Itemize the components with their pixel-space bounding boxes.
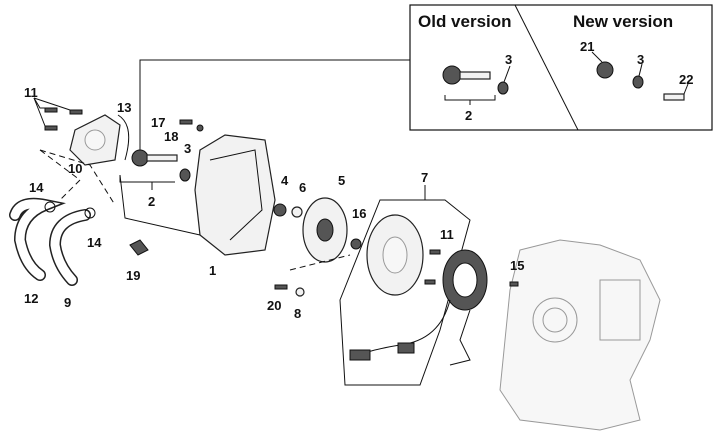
label-20: 20 bbox=[267, 298, 281, 313]
part-impeller-21-new bbox=[596, 61, 614, 79]
label-2: 2 bbox=[148, 194, 155, 209]
label-19: 19 bbox=[126, 268, 140, 283]
label-7: 7 bbox=[421, 170, 428, 185]
part-seal-3-old bbox=[497, 81, 509, 95]
label-13: 13 bbox=[117, 100, 131, 115]
part-screw-20 bbox=[274, 284, 288, 290]
label-14a: 14 bbox=[29, 180, 44, 195]
part-washer-8 bbox=[295, 287, 305, 297]
part-clamp-14a bbox=[44, 201, 56, 213]
part-cover-1 bbox=[194, 134, 276, 256]
label-6: 6 bbox=[299, 180, 306, 195]
part-nut-16 bbox=[350, 238, 362, 250]
label-9: 9 bbox=[64, 295, 71, 310]
part-impeller-shaft bbox=[131, 149, 149, 167]
label-16: 16 bbox=[352, 206, 366, 221]
part-nut-4 bbox=[273, 203, 287, 217]
part-seal-3-new bbox=[632, 75, 644, 89]
version-inset: Old version New version 3 2 21 3 22 bbox=[409, 4, 713, 131]
part-clamp-14b bbox=[84, 207, 96, 219]
label-3-old: 3 bbox=[505, 52, 512, 67]
label-5: 5 bbox=[338, 173, 345, 188]
label-3-new: 3 bbox=[637, 52, 644, 67]
label-18: 18 bbox=[164, 129, 178, 144]
part-shaft-22-new bbox=[663, 93, 685, 101]
part-screws-11 bbox=[33, 97, 83, 131]
part-screw-11b bbox=[429, 249, 441, 255]
label-12: 12 bbox=[24, 291, 38, 306]
crankcase-ghost bbox=[499, 239, 661, 431]
part-screw-15 bbox=[509, 281, 519, 287]
label-1: 1 bbox=[209, 263, 216, 278]
part-gasket-13 bbox=[117, 114, 130, 161]
part-fan-5 bbox=[302, 197, 348, 263]
label-11b: 11 bbox=[440, 227, 454, 242]
part-stator bbox=[442, 249, 488, 311]
old-version-title: Old version bbox=[418, 12, 512, 31]
part-clip-19 bbox=[129, 239, 149, 256]
part-impeller-old bbox=[442, 65, 491, 85]
label-15: 15 bbox=[510, 258, 524, 273]
part-connector bbox=[349, 349, 371, 361]
label-4: 4 bbox=[281, 173, 289, 188]
label-8: 8 bbox=[294, 306, 301, 321]
part-washer-18 bbox=[196, 124, 204, 132]
part-washer-6 bbox=[291, 206, 303, 218]
new-version-title: New version bbox=[573, 12, 673, 31]
label-14b: 14 bbox=[87, 235, 102, 250]
label-11: 11 bbox=[24, 85, 38, 100]
label-3: 3 bbox=[184, 141, 191, 156]
part-labels: 11 13 17 18 3 10 2 14 14 12 9 19 1 4 6 5… bbox=[24, 85, 524, 321]
label-17: 17 bbox=[151, 115, 165, 130]
label-21: 21 bbox=[580, 39, 594, 54]
label-10: 10 bbox=[68, 161, 82, 176]
part-flywheel bbox=[366, 214, 424, 296]
label-22: 22 bbox=[679, 72, 693, 87]
part-screw-17 bbox=[179, 119, 193, 125]
part-water-pump-cover bbox=[69, 114, 121, 166]
part-seal-3 bbox=[179, 168, 191, 182]
label-2-old: 2 bbox=[465, 108, 472, 123]
